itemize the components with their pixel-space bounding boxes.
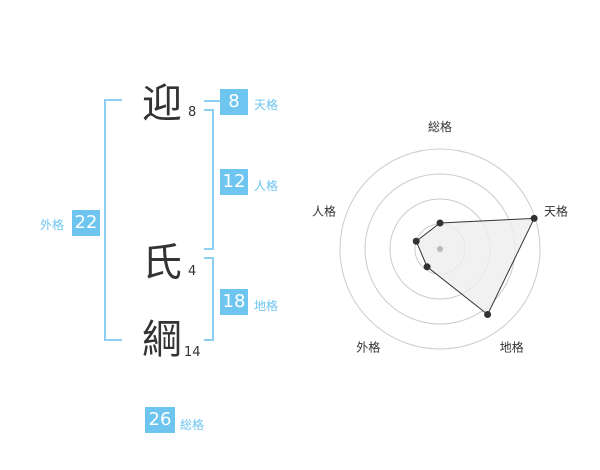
radar-area (415, 217, 535, 316)
radar-label-1: 天格 (544, 203, 568, 218)
chikaku-bracket-top (204, 257, 214, 259)
name-char-1: 迎 (142, 81, 182, 127)
radar-label-3: 外格 (356, 340, 380, 355)
tenkaku-label: 天格 (254, 98, 279, 112)
jinkaku-bracket-vertical (212, 109, 214, 250)
jinkaku-label: 人格 (254, 179, 279, 193)
name-char-2: 氏 (142, 240, 182, 286)
name-char-3: 綱 (142, 317, 182, 363)
radar-label-0: 総格 (428, 119, 452, 134)
chikaku-bracket-bottom (204, 339, 214, 341)
chikaku-label: 地格 (254, 299, 279, 313)
gaikaku-bracket-vertical (104, 99, 106, 341)
radar-point-2 (484, 311, 492, 319)
chikaku-bracket-vertical (212, 257, 214, 341)
radar-ring-4 (339, 148, 541, 350)
radar-label-2: 地格 (500, 340, 524, 355)
radar-points (412, 214, 538, 319)
jinkaku-bracket-top (204, 109, 214, 111)
gaikaku-bracket-bottom (104, 339, 122, 341)
tenkaku-value: 8 (220, 89, 248, 115)
gaikaku-bracket-top (104, 99, 122, 101)
jinkaku-value: 12 (220, 169, 248, 195)
stroke-count-2: 4 (188, 264, 197, 279)
gaikaku-label: 外格 (40, 218, 65, 232)
stroke-count-3: 14 (184, 345, 201, 360)
soukaku-label: 総格 (180, 418, 205, 432)
jinkaku-bracket-bottom (204, 248, 214, 250)
radar-point-1 (530, 214, 538, 222)
radar-point-4 (412, 237, 420, 245)
gaikaku-value: 22 (72, 210, 100, 236)
soukaku-value: 26 (145, 407, 175, 433)
radar-point-3 (423, 263, 431, 271)
tenkaku-connector (204, 100, 220, 102)
radar-label-4: 人格 (312, 203, 336, 218)
radar-point-0 (436, 219, 444, 227)
chikaku-value: 18 (220, 289, 248, 315)
stroke-count-1: 8 (188, 105, 197, 120)
radar-center (437, 246, 443, 252)
